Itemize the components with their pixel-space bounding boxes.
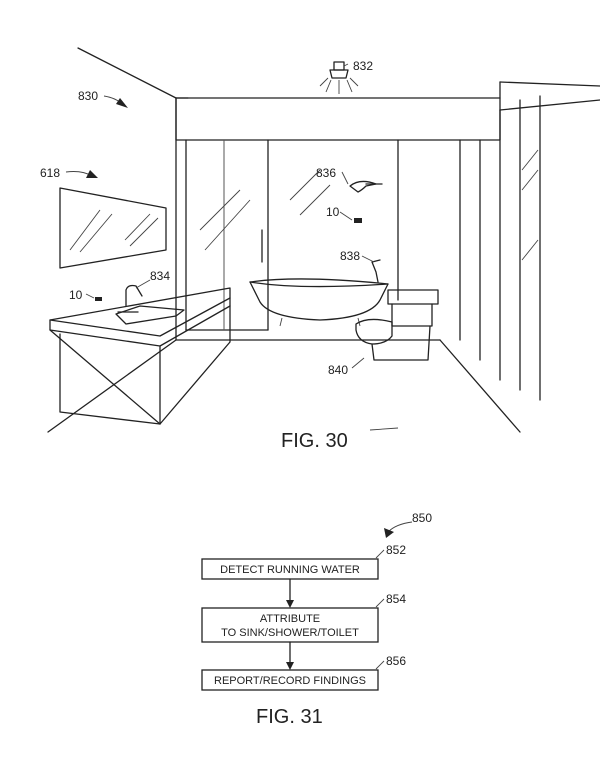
bathtub <box>249 259 389 327</box>
step-box-report <box>201 669 379 691</box>
ceiling-light <box>319 61 359 94</box>
ref-618: 618 <box>40 166 60 180</box>
step-label-attribute-1: ATTRIBUTE <box>260 613 320 625</box>
step-label-report: REPORT/RECORD FINDINGS <box>214 675 366 687</box>
mirror <box>59 187 167 269</box>
fig30-caption: FIG. 30 <box>281 430 348 452</box>
ref-850: 850 <box>412 511 432 525</box>
ref-838: 838 <box>340 249 360 263</box>
flowchart: DETECT RUNNING WATER 852 ATTRIBUTE TO SI… <box>201 543 406 691</box>
ref-10-shower: 10 <box>326 205 340 219</box>
toilet <box>355 289 439 361</box>
fig30-leaders <box>65 63 413 538</box>
ref-856: 856 <box>386 654 406 668</box>
shower-head <box>349 180 383 223</box>
ref-10-sink: 10 <box>69 288 83 302</box>
ref-834: 834 <box>150 269 170 283</box>
vanity <box>49 284 231 425</box>
ref-840: 840 <box>328 363 348 377</box>
bathroom-illustration <box>47 47 600 433</box>
step-label-attribute-2: TO SINK/SHOWER/TOILET <box>221 627 359 639</box>
ref-830: 830 <box>78 89 98 103</box>
step-box-attribute <box>201 607 379 643</box>
ref-836: 836 <box>316 166 336 180</box>
step-label-detect: DETECT RUNNING WATER <box>220 564 360 576</box>
ref-852: 852 <box>386 543 406 557</box>
ref-832: 832 <box>353 59 373 73</box>
ref-854: 854 <box>386 592 406 606</box>
fig31-caption: FIG. 31 <box>256 706 323 728</box>
